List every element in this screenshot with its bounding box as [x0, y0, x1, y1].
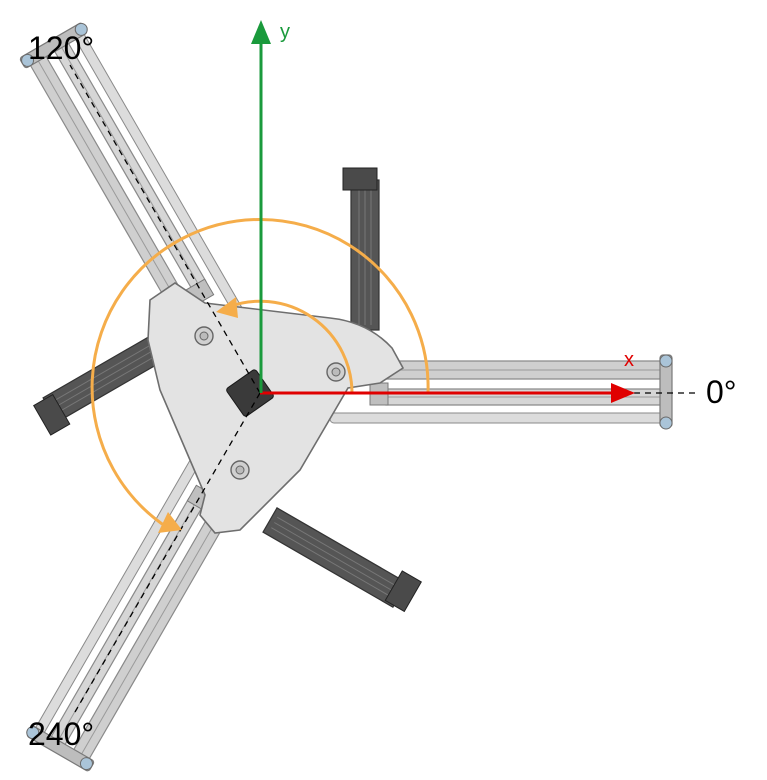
angle-arc-120	[227, 299, 354, 394]
angle-label-120: 120°	[28, 30, 95, 66]
angle-arc-240	[90, 217, 430, 530]
angle-arc-240-arrowhead	[158, 512, 182, 533]
angle-arc-120-arrowhead	[216, 297, 238, 318]
y-axis-arrowhead	[251, 20, 271, 44]
x-axis-label: x	[624, 349, 634, 371]
motor-lower	[262, 500, 422, 614]
motor-upper	[342, 167, 380, 331]
y-axis-label: y	[280, 21, 290, 43]
angle-label-240: 240°	[28, 716, 95, 752]
x-axis-arrowhead	[611, 383, 635, 403]
ref-line-120deg	[69, 64, 261, 394]
angle-label-0: 0°	[706, 374, 737, 410]
